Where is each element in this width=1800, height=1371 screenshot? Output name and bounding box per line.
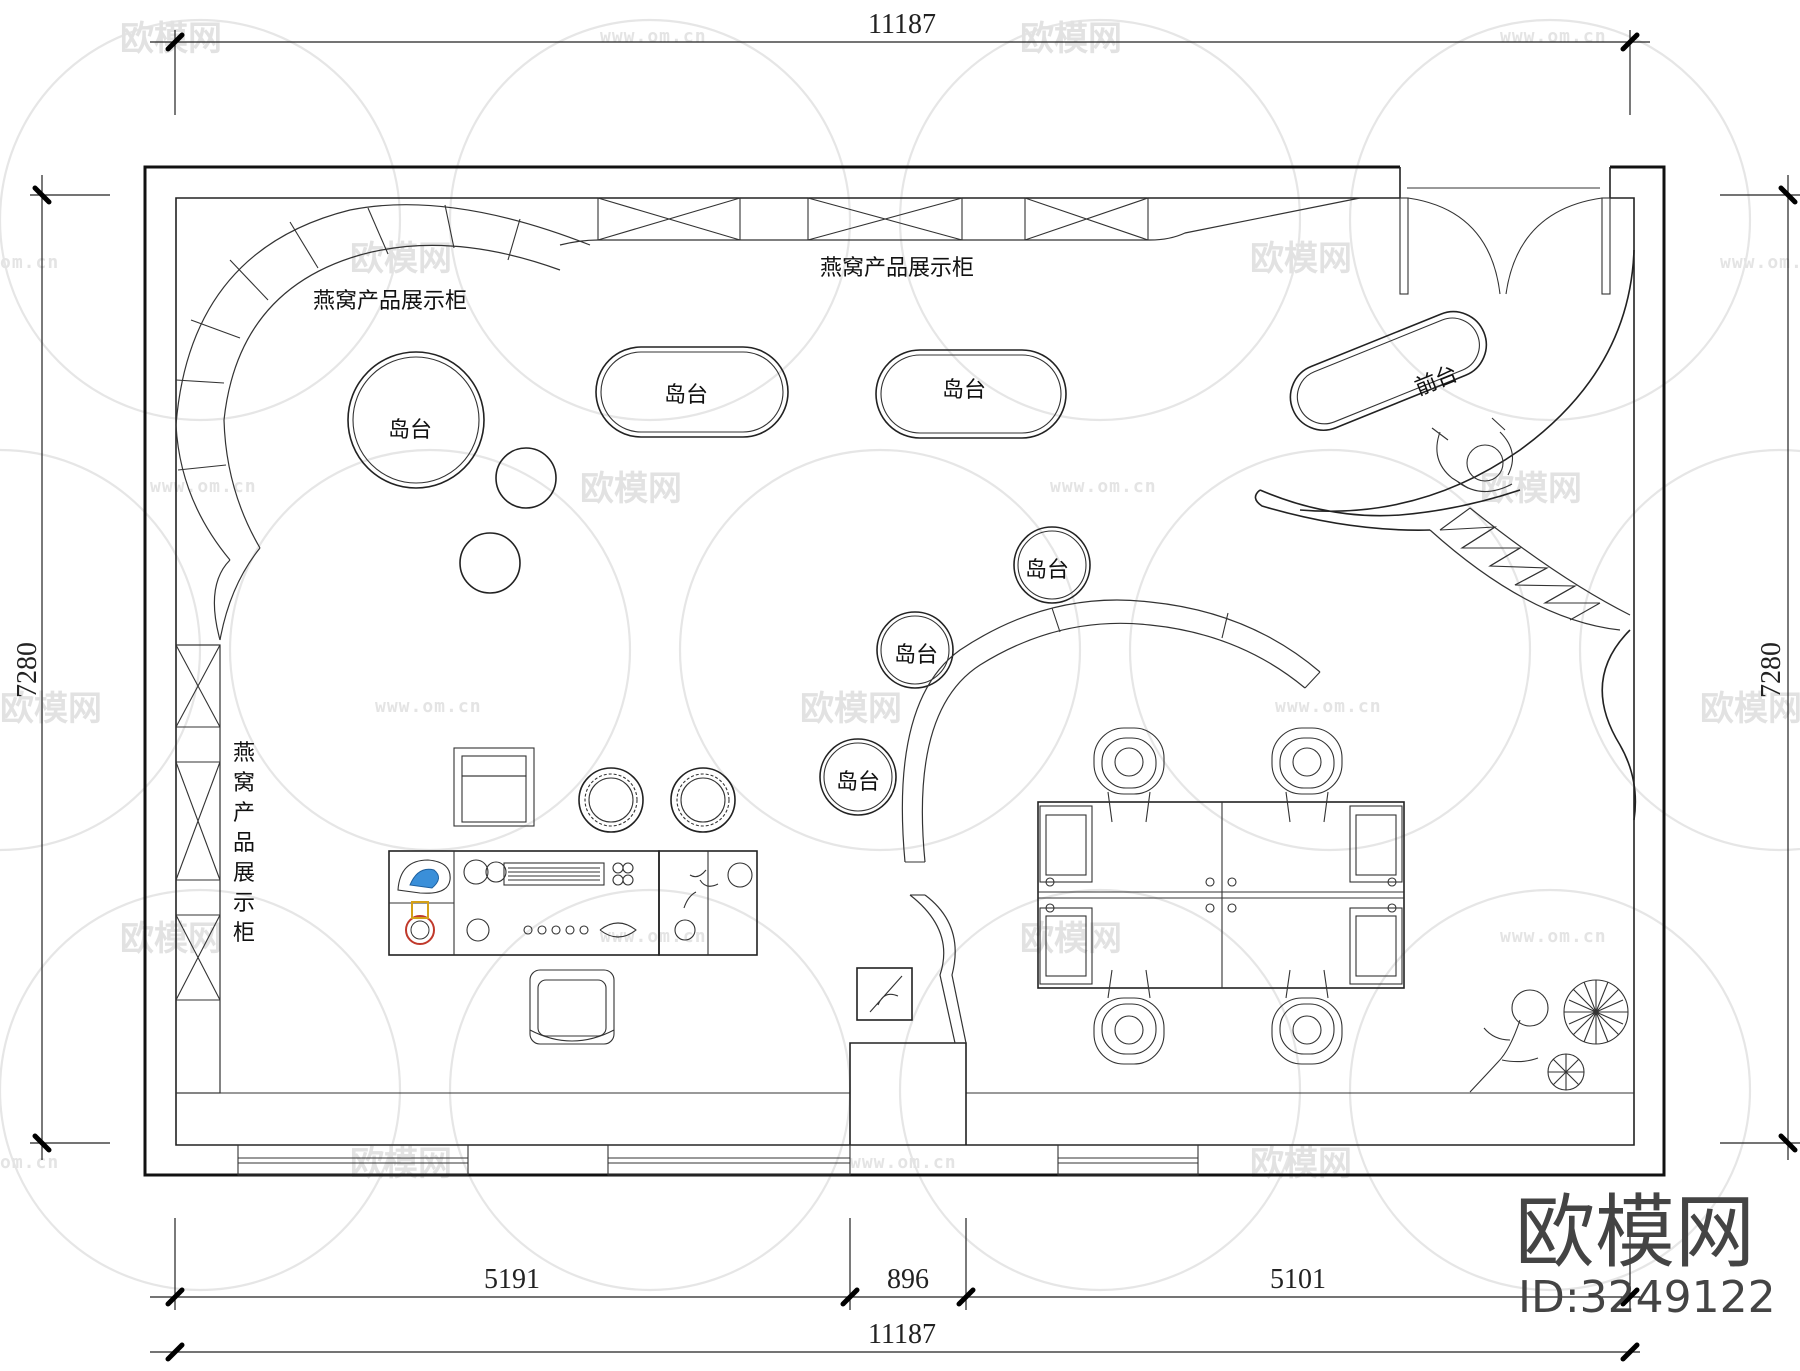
- island-label: 岛台: [836, 770, 880, 795]
- island-label: 岛台: [664, 383, 708, 408]
- island-round: [1013, 526, 1091, 604]
- reception-area: [1254, 249, 1637, 821]
- watermark-url: www.om.cn: [375, 696, 482, 717]
- watermark-pattern: 欧模网 欧模网 欧模网 欧模网 欧模网 欧模网 欧模网 欧模网 欧模网 欧模网 …: [0, 18, 1800, 1292]
- round-stool: [578, 767, 644, 833]
- decor-plants: [1469, 979, 1629, 1093]
- dimension-tick: [840, 1287, 860, 1307]
- cabinet-label-vertical-char: 品: [233, 831, 255, 856]
- curved-display-cabinet: [175, 204, 591, 641]
- watermark-url: www.om.cn: [1500, 26, 1607, 47]
- watermark-brand: 欧模网: [1250, 239, 1352, 279]
- cabinet-label-vertical-char: 燕: [233, 741, 255, 766]
- brand-id: ID:3249122: [1518, 1272, 1776, 1323]
- island-oval: [875, 349, 1067, 439]
- dimension-tick: [1778, 1133, 1798, 1153]
- dimension-tick: [956, 1287, 976, 1307]
- watermark-brand: 欧模网: [800, 689, 902, 729]
- palm-plant: [1563, 979, 1629, 1045]
- dimension-tick: [1620, 1287, 1640, 1307]
- island-large-round: [347, 351, 485, 489]
- round-stool: [670, 767, 736, 833]
- island-round: [876, 611, 954, 689]
- watermark-brand: 欧模网: [1480, 469, 1582, 509]
- dimension-tick: [1778, 185, 1798, 205]
- cabinet-label-vertical-char: 示: [233, 891, 255, 916]
- curved-partition: [901, 599, 1321, 1044]
- front-desk: [1289, 310, 1488, 431]
- watermark-url: www.om.cn: [1500, 926, 1607, 947]
- top-display-cabinet: [559, 197, 1361, 246]
- island-tables: [347, 346, 1091, 816]
- watermark-brand: 欧模网: [1250, 1144, 1352, 1184]
- armchair: [529, 969, 615, 1045]
- cabinet-label-top-left: 燕窝产品展示柜: [313, 289, 467, 314]
- watermark-url: om.cn: [0, 1152, 59, 1173]
- watermark-url: www.om.cn: [600, 26, 707, 47]
- watermark-brand: 欧模网: [120, 919, 222, 959]
- watermark-brand: 欧模网: [1020, 19, 1122, 59]
- watermark-brand: 欧模网: [120, 19, 222, 59]
- dimension-bottom-total: 11187: [868, 1319, 936, 1350]
- small-cabinet: [856, 967, 913, 1021]
- island-round: [819, 738, 897, 816]
- watermark-brand: 欧模网: [580, 469, 682, 509]
- watermark-url: www.om.cn: [600, 926, 707, 947]
- entrance-door: [1399, 187, 1611, 295]
- watermark-brand: 欧模网: [0, 689, 102, 729]
- dimension-tick: [165, 1342, 185, 1362]
- dimension-segment-left: 5191: [484, 1264, 540, 1295]
- watermark-url: www.om.cn: [850, 1152, 957, 1173]
- watermark-url: www.om.cn: [150, 476, 257, 497]
- island-label: 岛台: [1025, 558, 1069, 583]
- dimension-lines: 11187 7280 7280 5191 896 5101 11187: [12, 9, 1800, 1362]
- island-label: 岛台: [388, 418, 432, 443]
- watermark-url: www.om.cn: [1720, 252, 1800, 273]
- island-small-round: [459, 532, 521, 594]
- chair: [1271, 727, 1343, 823]
- dimension-segment-mid: 896: [887, 1264, 929, 1295]
- tea-area: [388, 747, 913, 1045]
- front-desk-person: [1431, 417, 1514, 493]
- dimension-tick: [165, 32, 185, 52]
- dimension-tick: [32, 1133, 52, 1153]
- cabinet-label-vertical-char: 产: [233, 801, 255, 826]
- brand-logo-text: 欧模网: [1515, 1186, 1755, 1279]
- island-small-round: [495, 447, 557, 509]
- dimension-tick: [1620, 32, 1640, 52]
- cabinet-label-vertical-char: 展: [233, 861, 255, 886]
- left-display-cabinet: [175, 644, 221, 1094]
- meeting-table: [1037, 801, 1405, 989]
- palm-plant: [1547, 1053, 1585, 1091]
- room-labels: 燕窝产品展示柜 燕窝产品展示柜 燕 窝 产 品 展 示 柜 岛台 岛台 岛台 岛…: [233, 256, 1462, 946]
- cabinet-label-vertical-char: 窝: [233, 771, 255, 796]
- island-label: 岛台: [942, 378, 986, 403]
- brand-stamp: 欧模网 ID:3249122: [1515, 1186, 1776, 1323]
- watermark-brand: 欧模网: [1700, 689, 1800, 729]
- island-label: 岛台: [894, 643, 938, 668]
- dimension-segment-right: 5101: [1270, 1264, 1326, 1295]
- dimension-left-height: 7280: [12, 642, 43, 698]
- cabinet-label-top-center: 燕窝产品展示柜: [820, 256, 974, 281]
- dimension-tick: [32, 185, 52, 205]
- dimension-tick: [165, 1287, 185, 1307]
- chair: [1093, 969, 1165, 1065]
- walls: [143, 165, 1666, 1177]
- watermark-brand: 欧模网: [1020, 919, 1122, 959]
- watermark-url: om.cn: [0, 252, 59, 273]
- watermark-brand: 欧模网: [350, 1144, 452, 1184]
- armchair: [453, 747, 535, 827]
- dimension-right-height: 7280: [1756, 642, 1787, 698]
- watermark-url: www.om.cn: [1050, 476, 1157, 497]
- meeting-area: [1037, 727, 1405, 1065]
- cabinet-label-vertical-char: 柜: [233, 921, 255, 946]
- dimension-top-total: 11187: [868, 9, 936, 40]
- dimension-tick: [1620, 1342, 1640, 1362]
- watermark-url: www.om.cn: [1275, 696, 1382, 717]
- island-oval: [595, 346, 789, 438]
- chair: [1271, 969, 1343, 1065]
- chair: [1093, 727, 1165, 823]
